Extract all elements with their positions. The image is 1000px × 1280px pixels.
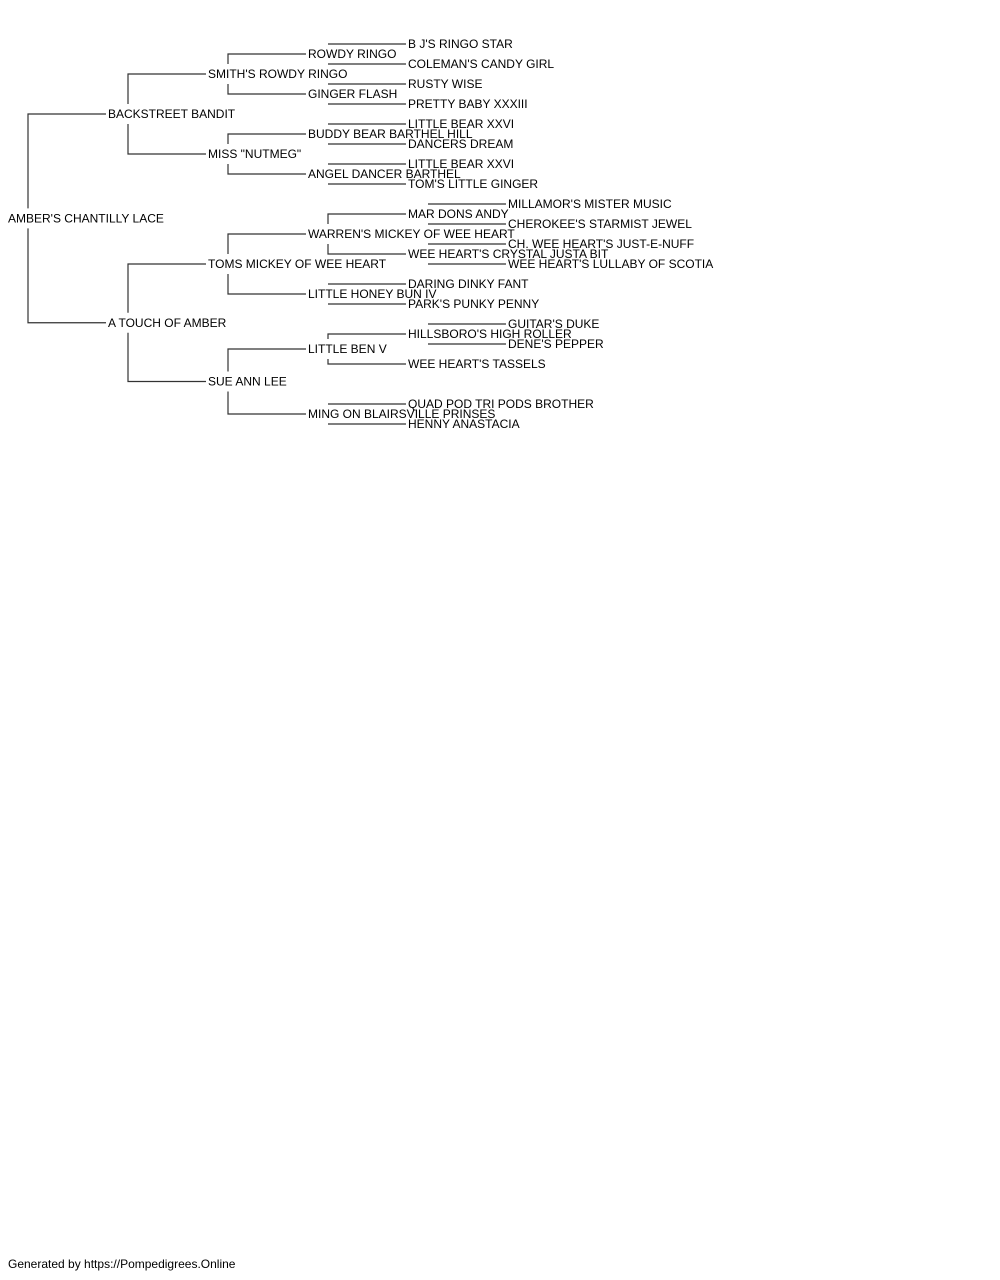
connector-wee-heart-s-crystal-justa-bit: [428, 243, 506, 265]
footer-credit: Generated by https://Pompedigrees.Online: [8, 1257, 236, 1271]
pedigree-node-sue-ann-lee: SUE ANN LEE: [208, 375, 287, 389]
pedigree-node-little-bear-xxvi: LITTLE BEAR XXVI: [408, 157, 514, 171]
connector-amber-s-chantilly-lace: [27, 113, 106, 324]
connector-ming-on-blairsville-prinses: [328, 403, 406, 425]
pedigree-tree: AMBER'S CHANTILLY LACE BACKSTREET BANDIT S…: [8, 37, 713, 431]
pedigree-node-amber-s-chantilly-lace: AMBER'S CHANTILLY LACE: [8, 211, 164, 225]
pedigree-node-quad-pod-tri-pods-brother: QUAD POD TRI PODS BROTHER: [408, 397, 594, 411]
pedigree-node-wee-heart-s-crystal-justa-bit: WEE HEART'S CRYSTAL JUSTA BIT: [408, 247, 609, 261]
pedigree-node-cherokee-s-starmist-jewel: CHEROKEE'S STARMIST JEWEL: [508, 217, 692, 231]
pedigree-node-henny-anastacia: HENNY ANASTACIA: [408, 417, 520, 431]
pedigree-node-millamor-s-mister-music: MILLAMOR'S MISTER MUSIC: [508, 197, 672, 211]
connector-rowdy-ringo: [328, 43, 406, 65]
pedigree-node-smith-s-rowdy-ringo: SMITH'S ROWDY RINGO: [208, 67, 347, 81]
pedigree-node-little-honey-bun-iv: LITTLE HONEY BUN IV: [308, 287, 436, 301]
pedigree-node-rusty-wise: RUSTY WISE: [408, 77, 482, 91]
pedigree-node-toms-mickey-of-wee-heart: TOMS MICKEY OF WEE HEART: [208, 257, 387, 271]
connector-toms-mickey-of-wee-heart: [227, 233, 306, 295]
connector-mar-dons-andy: [428, 203, 506, 225]
connector-buddy-bear-barthel-hill: [328, 123, 406, 145]
pedigree-node-coleman-s-candy-girl: COLEMAN'S CANDY GIRL: [408, 57, 554, 71]
connector-warren-s-mickey-of-wee-heart: [327, 213, 406, 255]
pedigree-node-hillsboro-s-high-roller: HILLSBORO'S HIGH ROLLER: [408, 327, 572, 341]
connector-backstreet-bandit: [127, 73, 206, 155]
pedigree-node-guitar-s-duke: GUITAR'S DUKE: [508, 317, 599, 331]
pedigree-node-buddy-bear-barthel-hill: BUDDY BEAR BARTHEL HILL: [308, 127, 473, 141]
connector-smith-s-rowdy-ringo: [227, 53, 306, 95]
pedigree-node-dancers-dream: DANCERS DREAM: [408, 137, 513, 151]
pedigree-node-miss-nutmeg: MISS "NUTMEG": [208, 147, 301, 161]
pedigree-node-backstreet-bandit: BACKSTREET BANDIT: [108, 107, 236, 121]
pedigree-node-little-ben-v: LITTLE BEN V: [308, 342, 387, 356]
pedigree-node-dene-s-pepper: DENE'S PEPPER: [508, 337, 604, 351]
pedigree-node-little-bear-xxvi: LITTLE BEAR XXVI: [408, 117, 514, 131]
connector-ginger-flash: [328, 83, 406, 105]
pedigree-node-ch-wee-heart-s-just-e-nuff: CH. WEE HEART'S JUST-E-NUFF: [508, 237, 694, 251]
pedigree-node-ming-on-blairsville-prinses: MING ON BLAIRSVILLE PRINSES: [308, 407, 495, 421]
pedigree-node-daring-dinky-fant: DARING DINKY FANT: [408, 277, 529, 291]
connector-miss-nutmeg: [227, 133, 306, 175]
pedigree-node-warren-s-mickey-of-wee-heart: WARREN'S MICKEY OF WEE HEART: [308, 227, 515, 241]
pedigree-node-wee-heart-s-tassels: WEE HEART'S TASSELS: [408, 357, 546, 371]
pedigree-node-rowdy-ringo: ROWDY RINGO: [308, 47, 396, 61]
pedigree-node-wee-heart-s-lullaby-of-scotia: WEE HEART'S LULLABY OF SCOTIA: [508, 257, 713, 271]
pedigree-node-park-s-punky-penny: PARK'S PUNKY PENNY: [408, 297, 539, 311]
pedigree-node-b-j-s-ringo-star: B J'S RINGO STAR: [408, 37, 513, 51]
connector-sue-ann-lee: [227, 348, 306, 415]
connector-angel-dancer-barthel: [328, 163, 406, 185]
pedigree-node-ginger-flash: GINGER FLASH: [308, 87, 397, 101]
connector-little-honey-bun-iv: [328, 283, 406, 305]
pedigree-node-tom-s-little-ginger: TOM'S LITTLE GINGER: [408, 177, 538, 191]
pedigree-node-a-touch-of-amber: A TOUCH OF AMBER: [108, 316, 227, 330]
connector-hillsboro-s-high-roller: [428, 323, 506, 345]
pedigree-node-pretty-baby-xxxiii: PRETTY BABY XXXIII: [408, 97, 528, 111]
connector-a-touch-of-amber: [127, 263, 206, 383]
pedigree-node-mar-dons-andy: MAR DONS ANDY: [408, 207, 509, 221]
connector-little-ben-v: [327, 333, 406, 365]
pedigree-node-angel-dancer-barthel: ANGEL DANCER BARTHEL: [308, 167, 461, 181]
